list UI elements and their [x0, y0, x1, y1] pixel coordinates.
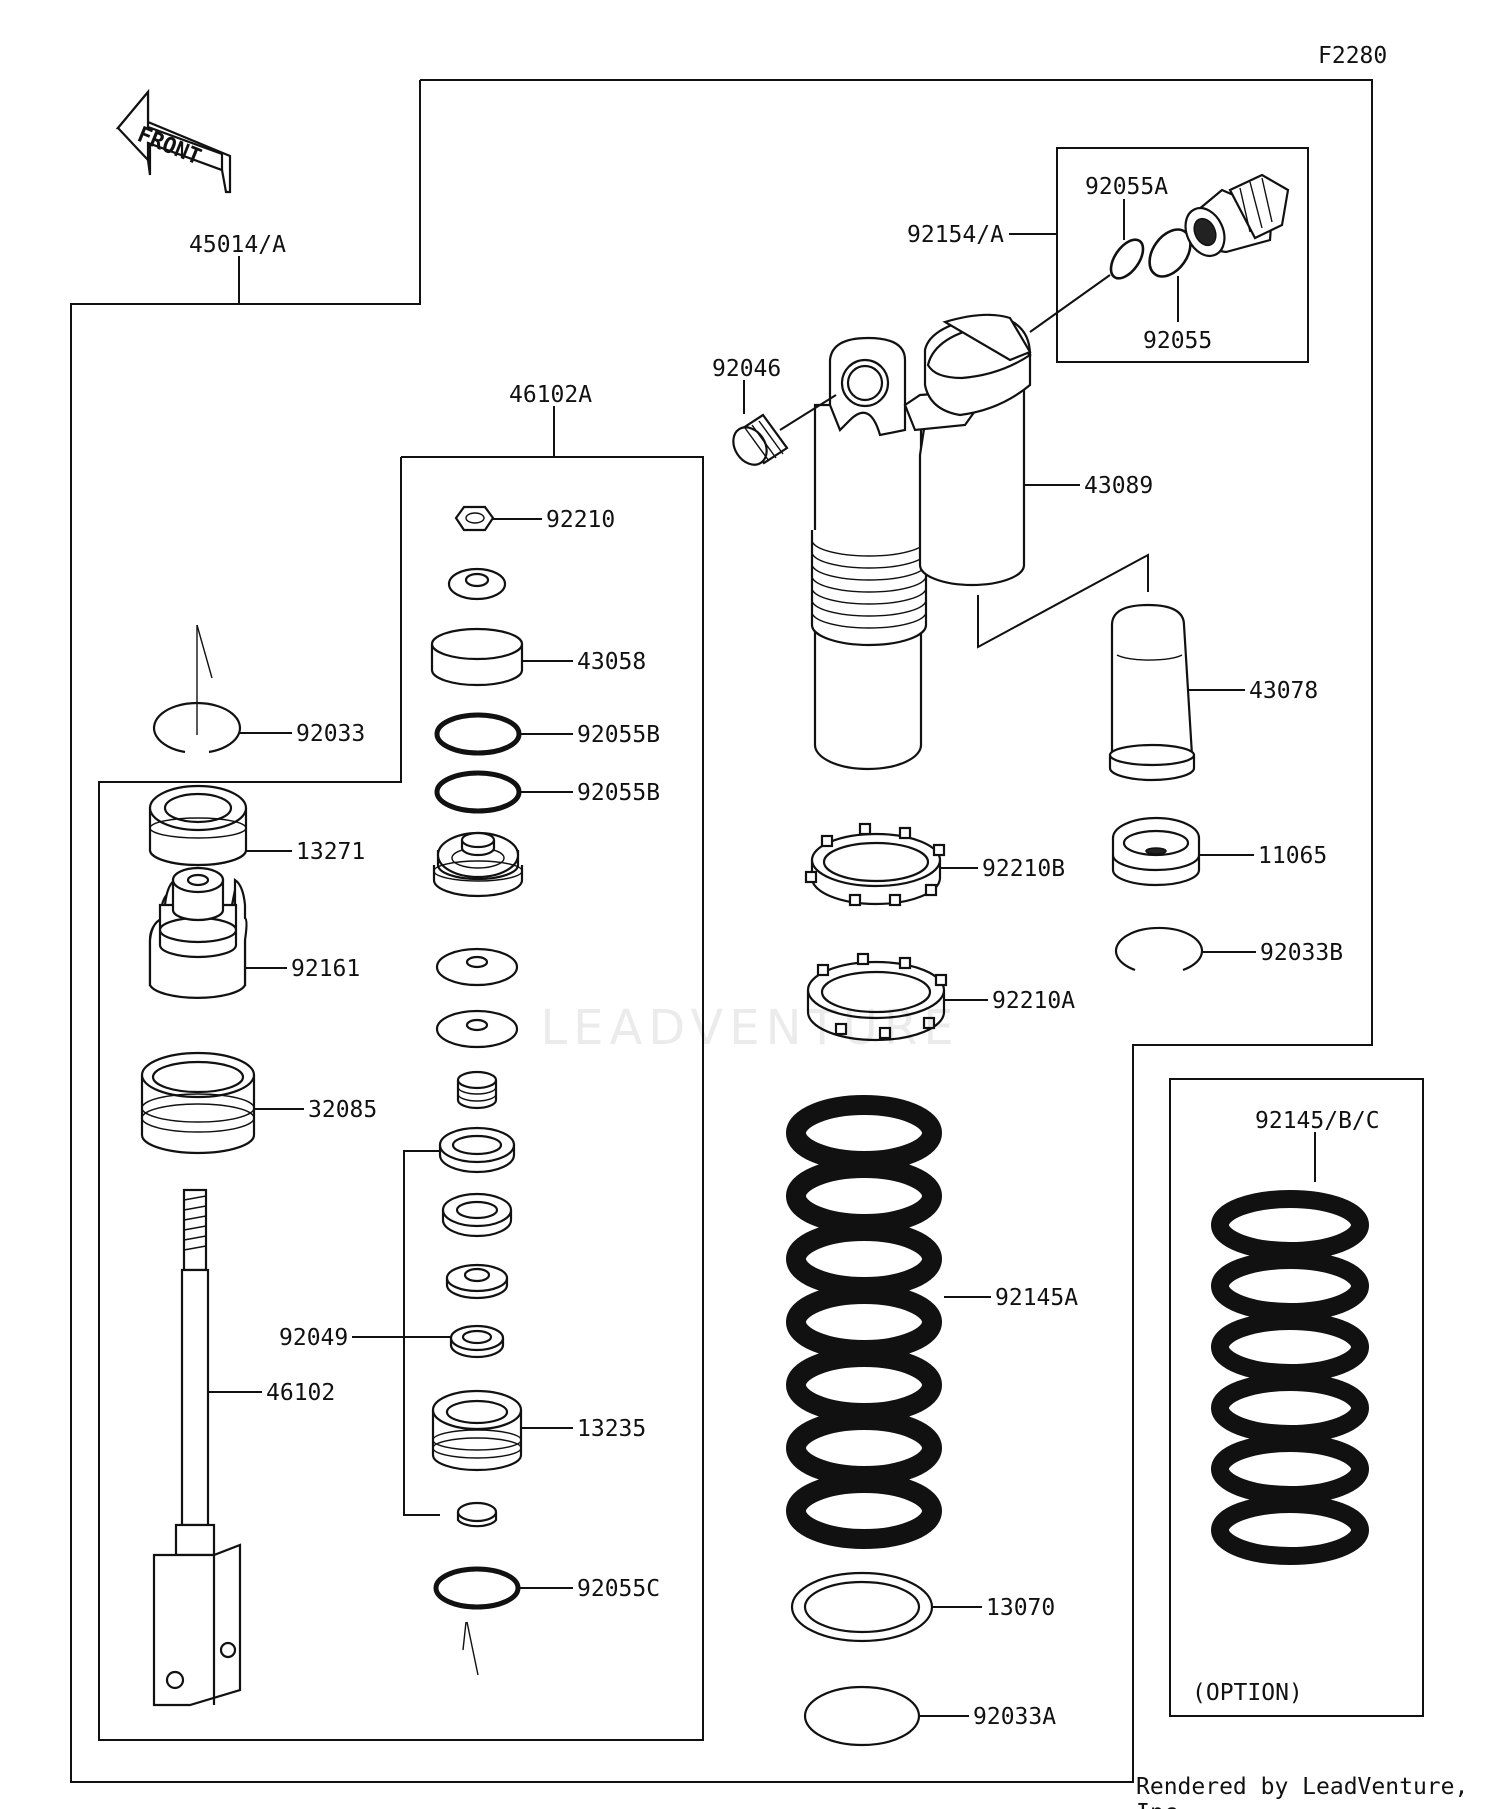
label-43089[interactable]: 43089 [1084, 473, 1153, 499]
leader-92046 [779, 394, 837, 431]
label-13271[interactable]: 13271 [296, 839, 365, 865]
label-92055[interactable]: 92055 [1143, 328, 1212, 354]
guide-line [196, 624, 213, 679]
part-92210-nut [454, 505, 495, 532]
ring-3 [445, 1263, 509, 1300]
label-92210b[interactable]: 92210B [982, 856, 1065, 882]
label-92055b-2[interactable]: 92055B [577, 780, 660, 806]
front-arrow: FRONT [115, 88, 232, 194]
part-46102 [152, 1188, 242, 1707]
label-45014a[interactable]: 45014/A [189, 232, 286, 258]
label-92049[interactable]: 92049 [279, 1325, 348, 1351]
label-92055c[interactable]: 92055C [577, 1576, 660, 1602]
seal-head [432, 831, 524, 898]
part-13271 [148, 784, 248, 867]
diagram-code: F2280 [1318, 43, 1387, 69]
oring-92055b-1 [434, 712, 522, 756]
ring-1 [438, 1126, 516, 1174]
watermark: LEADVENTURE [540, 1000, 960, 1056]
part-92145bc-spring [1211, 1190, 1369, 1565]
oring-92055b-2 [434, 770, 522, 814]
connector-43078 [977, 553, 1149, 649]
part-13070 [790, 1571, 934, 1643]
label-92055b-1[interactable]: 92055B [577, 722, 660, 748]
part-92145a-spring [786, 1095, 942, 1549]
oring-92055a [1109, 238, 1145, 280]
oring-92055 [1148, 228, 1192, 278]
label-13070[interactable]: 13070 [986, 1595, 1055, 1621]
ring-2 [441, 1192, 513, 1238]
part-92210b-lockring [804, 822, 946, 907]
part-43058 [430, 627, 524, 687]
assembly-45014-outline [70, 79, 1373, 1783]
part-32085 [140, 1051, 256, 1155]
option-spring-box [1169, 1078, 1424, 1717]
small-spring [456, 1070, 498, 1110]
part-92161 [148, 866, 248, 999]
label-92154a[interactable]: 92154/A [907, 222, 1004, 248]
part-13235 [431, 1389, 523, 1472]
guide-line [466, 1621, 479, 1676]
part-43089-shock-body [810, 313, 1032, 771]
label-92145bc[interactable]: 92145/B/C [1255, 1108, 1380, 1134]
oring-92055c [433, 1566, 521, 1610]
label-92033a[interactable]: 92033A [973, 1704, 1056, 1730]
label-11065[interactable]: 11065 [1258, 843, 1327, 869]
label-43078[interactable]: 43078 [1249, 678, 1318, 704]
valve-group-box [1056, 147, 1309, 363]
assembly-46102a-outline [98, 456, 704, 1741]
label-13235[interactable]: 13235 [577, 1416, 646, 1442]
part-43078 [1108, 603, 1196, 782]
label-92046[interactable]: 92046 [712, 356, 781, 382]
label-92033b[interactable]: 92033B [1260, 940, 1343, 966]
label-46102[interactable]: 46102 [266, 1380, 335, 1406]
part-11065 [1111, 816, 1201, 887]
circlip-92033a [803, 1685, 921, 1747]
label-92210[interactable]: 92210 [546, 507, 615, 533]
leader-valve [1029, 274, 1111, 333]
footer-credit: Rendered by LeadVenture, Inc. [1136, 1774, 1469, 1809]
label-92161[interactable]: 92161 [291, 956, 360, 982]
circlip-92033 [152, 701, 242, 754]
part-92210a-lockring [806, 952, 948, 1042]
bracket-92049 [403, 1150, 440, 1516]
label-92210a[interactable]: 92210A [992, 988, 1075, 1014]
option-note: (OPTION) [1192, 1680, 1303, 1706]
label-92055a[interactable]: 92055A [1085, 174, 1168, 200]
small-collar [456, 1501, 498, 1528]
part-92154a-adjuster [1109, 173, 1290, 280]
label-46102a[interactable]: 46102A [509, 382, 592, 408]
part-92046-bushing [732, 413, 789, 466]
part-92049 [449, 1324, 505, 1359]
circlip-92033b [1114, 926, 1204, 972]
label-92033[interactable]: 92033 [296, 721, 365, 747]
label-92145a[interactable]: 92145A [995, 1285, 1078, 1311]
label-32085[interactable]: 32085 [308, 1097, 377, 1123]
label-43058[interactable]: 43058 [577, 649, 646, 675]
guide-line [462, 1621, 467, 1651]
